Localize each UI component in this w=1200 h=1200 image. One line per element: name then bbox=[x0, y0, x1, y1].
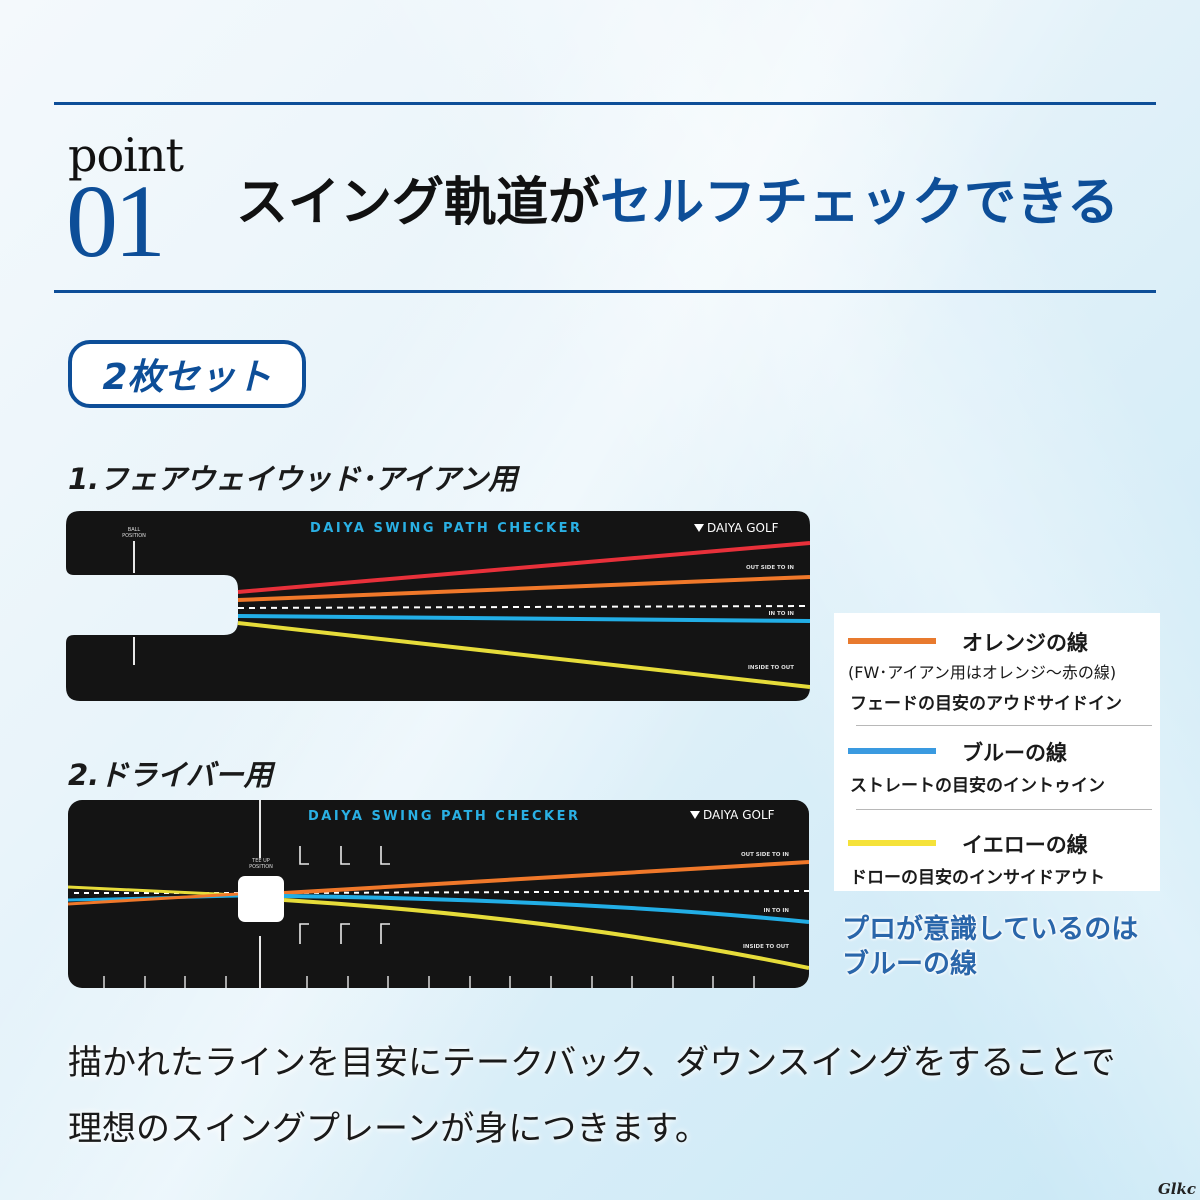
headline-black: スイング軌道が bbox=[236, 172, 601, 233]
legend-desc-orange: フェードの目安のアウドサイドイン bbox=[850, 694, 1122, 714]
set-badge: 2枚セット bbox=[68, 340, 306, 408]
legend-title-blue: ブルーの線 bbox=[962, 741, 1067, 765]
section-label-driver: 2.ドライバー用 bbox=[68, 758, 273, 792]
mat-driver-graphic bbox=[68, 800, 809, 988]
yellow-line-swatch bbox=[848, 840, 936, 846]
mat-fairway-iron: BALL POSITION DAIYA SWING PATH CHECKER D… bbox=[66, 511, 810, 701]
set-badge-label: 2枚セット bbox=[102, 357, 272, 398]
mat-driver: TEE UP POSITION DAIYA SWING PATH CHECKER… bbox=[68, 800, 809, 988]
line-label-out-to-in: OUT SIDE TO IN bbox=[740, 852, 789, 858]
line-label-in-to-in: IN TO IN bbox=[763, 908, 789, 914]
headline-blue: セルフチェックできる bbox=[600, 172, 1119, 233]
legend-sub-orange: (FW･アイアン用はオレンジ～赤の線) bbox=[848, 663, 1117, 682]
description-line-1: 描かれたラインを目安にテークバック、ダウンスイングをすることで bbox=[68, 1043, 1116, 1083]
mat-fairway-iron-graphic bbox=[66, 511, 810, 701]
description-text: 描かれたラインを目安にテークバック、ダウンスイングをすることで 理想のスイングプ… bbox=[68, 1030, 1168, 1162]
brand-logo: DAIYA GOLF bbox=[694, 521, 779, 535]
line-color-legend: オレンジの線 (FW･アイアン用はオレンジ～赤の線) フェードの目安のアウドサイ… bbox=[834, 613, 1160, 891]
line-label-inside-to-out: INSIDE TO OUT bbox=[747, 665, 794, 671]
headline: スイング軌道がセルフチェックできる bbox=[236, 168, 1119, 238]
description-line-2: 理想のスイングプレーンが身につきます。 bbox=[68, 1109, 709, 1149]
brand-logo: DAIYA GOLF bbox=[690, 808, 775, 822]
legend-title-orange: オレンジの線 bbox=[962, 631, 1088, 655]
point-number: 01 bbox=[66, 164, 166, 279]
watermark: Glkc bbox=[1157, 1180, 1196, 1198]
legend-desc-blue: ストレートの目安のイントゥイン bbox=[850, 776, 1105, 796]
tee-up-position-label: TEE UP POSITION bbox=[249, 858, 273, 870]
line-label-in-to-in: IN TO IN bbox=[768, 611, 794, 617]
line-label-inside-to-out: INSIDE TO OUT bbox=[742, 944, 789, 950]
ball-position-label: BALL POSITION bbox=[122, 527, 146, 539]
legend-divider bbox=[856, 725, 1152, 726]
diamond-icon bbox=[690, 811, 700, 819]
point-label: point bbox=[68, 128, 184, 182]
section-label-fairway-iron: 1.フェアウェイウッド･アイアン用 bbox=[68, 462, 518, 496]
mat-title: DAIYA SWING PATH CHECKER bbox=[310, 521, 583, 536]
orange-line-swatch bbox=[848, 638, 936, 644]
legend-desc-yellow: ドローの目安のインサイドアウト bbox=[850, 868, 1105, 888]
diamond-icon bbox=[694, 524, 704, 532]
blue-line-swatch bbox=[848, 748, 936, 754]
line-label-out-to-in: OUT SIDE TO IN bbox=[745, 565, 794, 571]
mat-title: DAIYA SWING PATH CHECKER bbox=[308, 809, 581, 824]
legend-title-yellow: イエローの線 bbox=[962, 833, 1088, 857]
pro-note: プロが意識しているのは ブルーの線 bbox=[842, 914, 1139, 980]
legend-divider bbox=[856, 809, 1152, 810]
header-top-rule bbox=[54, 102, 1156, 105]
header-bottom-rule bbox=[54, 290, 1156, 293]
